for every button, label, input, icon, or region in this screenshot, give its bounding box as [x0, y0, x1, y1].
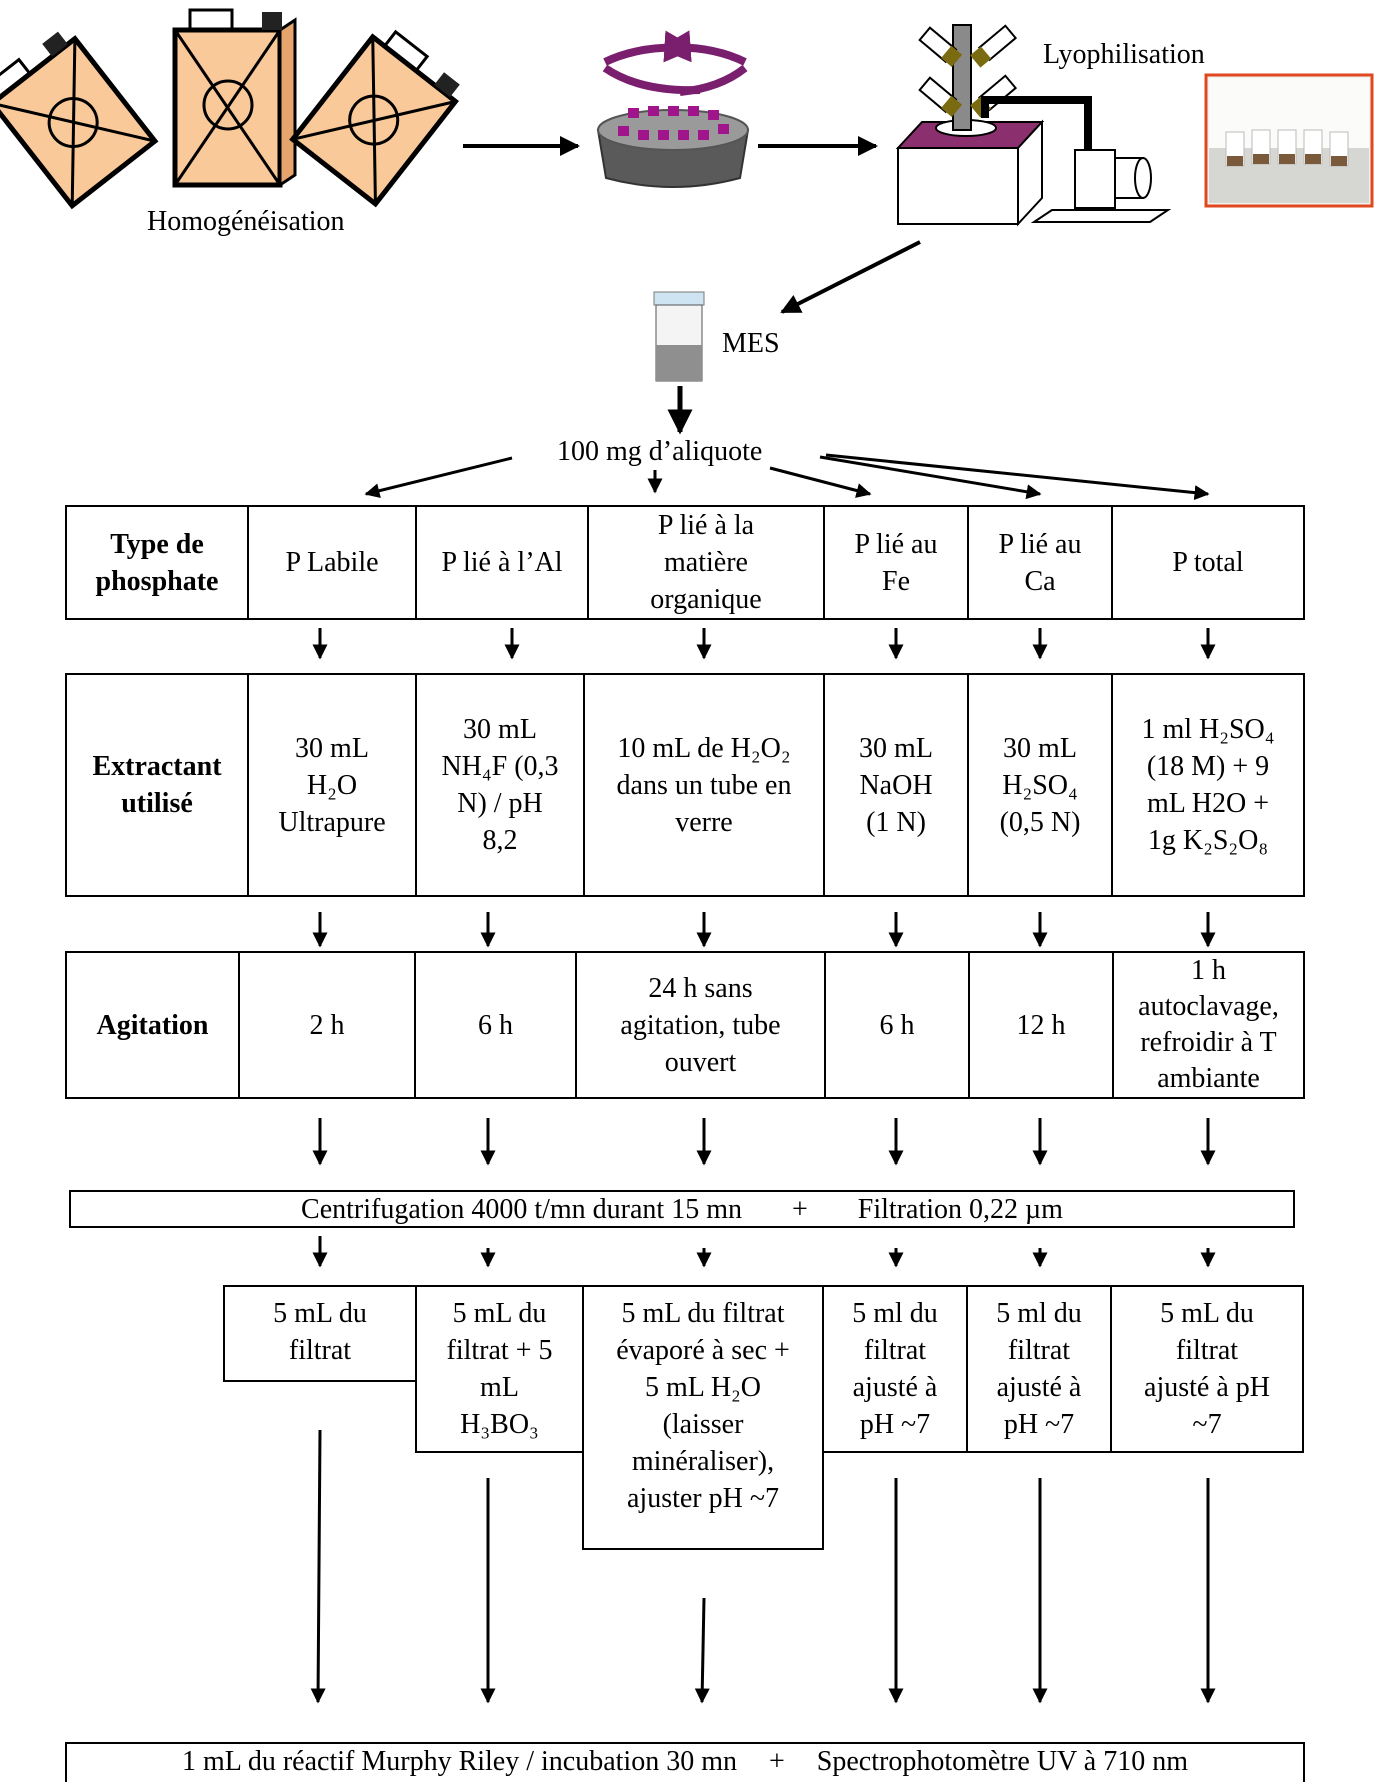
- jerrycan-right-icon: [289, 29, 460, 208]
- lyophilisation-label: Lyophilisation: [1043, 39, 1205, 70]
- type-p-total: P total: [1111, 505, 1305, 620]
- agitation-fe: 6 h: [824, 951, 970, 1099]
- column-arrows-4: [312, 1236, 1216, 1268]
- final-plus: +: [768, 1746, 785, 1777]
- centrifugation-box: Centrifugation 4000 t/mn durant 15 mn + …: [69, 1190, 1295, 1228]
- vials-photo: [1204, 73, 1374, 208]
- final-box: 1 mL du réactif Murphy Riley / incubatio…: [65, 1742, 1305, 1782]
- murphy-riley-text: 1 mL du réactif Murphy Riley / incubatio…: [182, 1746, 737, 1777]
- type-p-al: P lié à l’Al: [415, 505, 589, 620]
- mes-tube-icon: [653, 291, 705, 382]
- arrow-to-mes: [780, 240, 921, 314]
- mes-label: MES: [722, 328, 780, 359]
- column-arrows-1: [312, 628, 1216, 660]
- agitation-header: Agitation: [65, 951, 240, 1099]
- jerrycan-left-icon: [0, 31, 159, 210]
- agitation-labile: 2 h: [238, 951, 416, 1099]
- agitation-ca: 12 h: [968, 951, 1114, 1099]
- centrifugation-text: Centrifugation 4000 t/mn durant 15 mn: [301, 1194, 742, 1225]
- spectrophotometre-text: Spectrophotomètre UV à 710 nm: [816, 1746, 1188, 1777]
- aliquote-label: 100 mg d’aliquote: [557, 436, 763, 467]
- filtration-text: Filtration 0,22 µm: [857, 1194, 1063, 1225]
- jerrycan-center-icon: [172, 8, 297, 188]
- column-arrows-2: [312, 912, 1216, 948]
- shaker-icon: [596, 30, 750, 188]
- aliquote-arrows: [364, 453, 1210, 501]
- homogenisation-label: Homogénéisation: [147, 206, 345, 237]
- centrifugation-plus: +: [792, 1194, 808, 1225]
- agitation-al: 6 h: [414, 951, 577, 1099]
- column-arrows-3: [312, 1118, 1216, 1166]
- type-p-labile: P Labile: [247, 505, 417, 620]
- column-arrows-5: [310, 1429, 1216, 1704]
- lyophilizer-icon: [895, 24, 1172, 227]
